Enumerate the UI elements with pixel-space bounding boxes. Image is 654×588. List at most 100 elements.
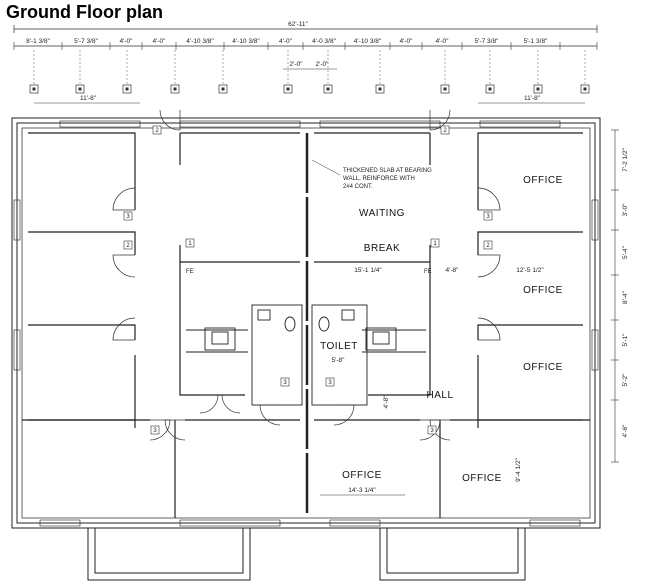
door-swing (259, 404, 281, 426)
pier (283, 84, 293, 94)
top-dimension-label: 4'-10 3/8" (354, 38, 382, 45)
door-tags: 1 1 2 2 2 2 3 3 3 3 3 3 (123, 125, 493, 435)
room-label-office-4: OFFICE (342, 470, 382, 481)
office-bottom-width-dimension: 14'-3 1/4" (348, 487, 376, 494)
stair-dimensions: 2'-0" 2'-0" (283, 61, 337, 70)
top-dimension-label: 4'-10 3/8" (186, 38, 214, 45)
top-dimension-label: 4'-0" (400, 38, 414, 45)
right-dimension-label: 7'-2 1/2" (622, 147, 629, 171)
door-tag (430, 238, 440, 248)
room-label-hall: HALL (426, 390, 453, 401)
door-tag (325, 377, 335, 387)
door-swing (199, 394, 219, 414)
door-tag (440, 125, 450, 135)
pier (485, 84, 495, 94)
door-swing (159, 109, 181, 131)
fe-label-left: FE (186, 269, 194, 275)
room-label-toilet: TOILET (320, 341, 358, 352)
note-line-3: 2#4 CONT. (343, 184, 373, 190)
top-dimension-label: 5'-7 3/8" (74, 38, 98, 45)
door-swing (333, 404, 355, 426)
top-dimension-label: 5'-7 3/8" (475, 38, 499, 45)
pier-core (443, 87, 447, 91)
pier (218, 84, 228, 94)
pier-core (173, 87, 177, 91)
top-dimension-label: 4'-0" (279, 38, 293, 45)
door-tag-number: 2 (486, 243, 490, 249)
right-dimension-label: 5'-2" (622, 373, 629, 387)
stair-dimension-1: 2'-0" (290, 61, 304, 68)
door-tag-number: 1 (433, 241, 437, 247)
left-side-dimension: 11'-8" (80, 95, 97, 102)
note-line-2: WALL, REINFORCE WITH (343, 176, 415, 182)
top-dimension-label: 8'-1 3/8" (26, 38, 50, 45)
door-tag-number: 3 (126, 214, 130, 220)
top-dimension-label: 5'-1 3/8" (524, 38, 548, 45)
pier-core (286, 87, 290, 91)
door-swing (477, 187, 501, 211)
side-dimensions: 11'-8" 11'-8" (34, 95, 585, 104)
door-tag-number: 2 (443, 128, 447, 134)
door-tag (483, 240, 493, 250)
pier-core (378, 87, 382, 91)
office-bottom-depth-dimension: 9'-4 1/2" (515, 457, 522, 481)
pier (122, 84, 132, 94)
top-dimension-string: 8'-1 3/8" 5'-7 3/8" 4'-0" 4'-0" 4'-10 3/8" 4'… (13, 38, 598, 50)
door-swings (112, 109, 501, 441)
door-tag-number: 3 (328, 380, 332, 386)
right-dimension-label: 5'-4" (622, 245, 629, 259)
pier-core (583, 87, 587, 91)
overall-dimension: 62'-11" (13, 21, 598, 33)
pier-core (32, 87, 36, 91)
toilet-width-dimension: 5'-8" (332, 357, 346, 364)
note-line-1: THICKENED SLAB AT BEARING (343, 168, 432, 174)
pier (75, 84, 85, 94)
page-title: Ground Floor plan (6, 2, 163, 22)
office-width-dimension: 12'-5 1/2" (516, 267, 544, 274)
hall-depth-dimension: 4'-8" (383, 395, 390, 409)
exterior-walls (11, 117, 601, 581)
door-tag (483, 211, 493, 221)
door-tag-number: 2 (126, 243, 130, 249)
right-dimension-label: 3'-0" (622, 203, 629, 217)
fe-gap-dimension: 4'-8" (446, 267, 460, 274)
door-tag (152, 125, 162, 135)
door-tag (150, 425, 160, 435)
door-tag (123, 211, 133, 221)
pier (170, 84, 180, 94)
fire-extinguisher-labels: FE FE (186, 269, 432, 275)
door-tag-number: 3 (283, 380, 287, 386)
break-width-dimension: 15'-1 1/4" (354, 267, 382, 274)
top-dimension-label: 4'-10 3/8" (232, 38, 260, 45)
pier-core (221, 87, 225, 91)
fe-label-right: FE (424, 269, 432, 275)
top-dimension-label: 4'-0 3/8" (312, 38, 336, 45)
top-dimension-label: 4'-0" (436, 38, 450, 45)
door-swing (429, 109, 451, 131)
door-swing (221, 394, 241, 414)
pier-core (326, 87, 330, 91)
pier (580, 84, 590, 94)
stair-dimension-2: 2'-0" (316, 61, 330, 68)
pier-core (536, 87, 540, 91)
right-dimension-label: 5'-1" (622, 333, 629, 347)
door-tag-number: 3 (430, 428, 434, 434)
door-tag-number: 3 (153, 428, 157, 434)
door-tag-number: 3 (486, 214, 490, 220)
top-dimension-label: 4'-0" (120, 38, 134, 45)
door-tag (427, 425, 437, 435)
door-swing (477, 317, 501, 341)
pier (533, 84, 543, 94)
door-tag-number: 2 (155, 128, 159, 134)
pier (323, 84, 333, 94)
right-side-dimension: 11'-8" (524, 95, 541, 102)
interior-walls (22, 132, 590, 518)
door-tag-number: 1 (188, 241, 192, 247)
interior-dimensions: 15'-1 1/4" 12'-5 1/2" 4'-8" 5'-8" 4'-8" … (320, 267, 544, 496)
top-dimension-label: 4'-0" (153, 38, 167, 45)
right-dimension-string: 7'-2 1/2"3'-0"5'-4"8'-4"5'-1"5'-2"4'-6" (611, 129, 629, 463)
room-label-office-3: OFFICE (523, 362, 563, 373)
overall-dimension-label: 62'-11" (288, 21, 308, 28)
room-label-office-1: OFFICE (523, 175, 563, 186)
